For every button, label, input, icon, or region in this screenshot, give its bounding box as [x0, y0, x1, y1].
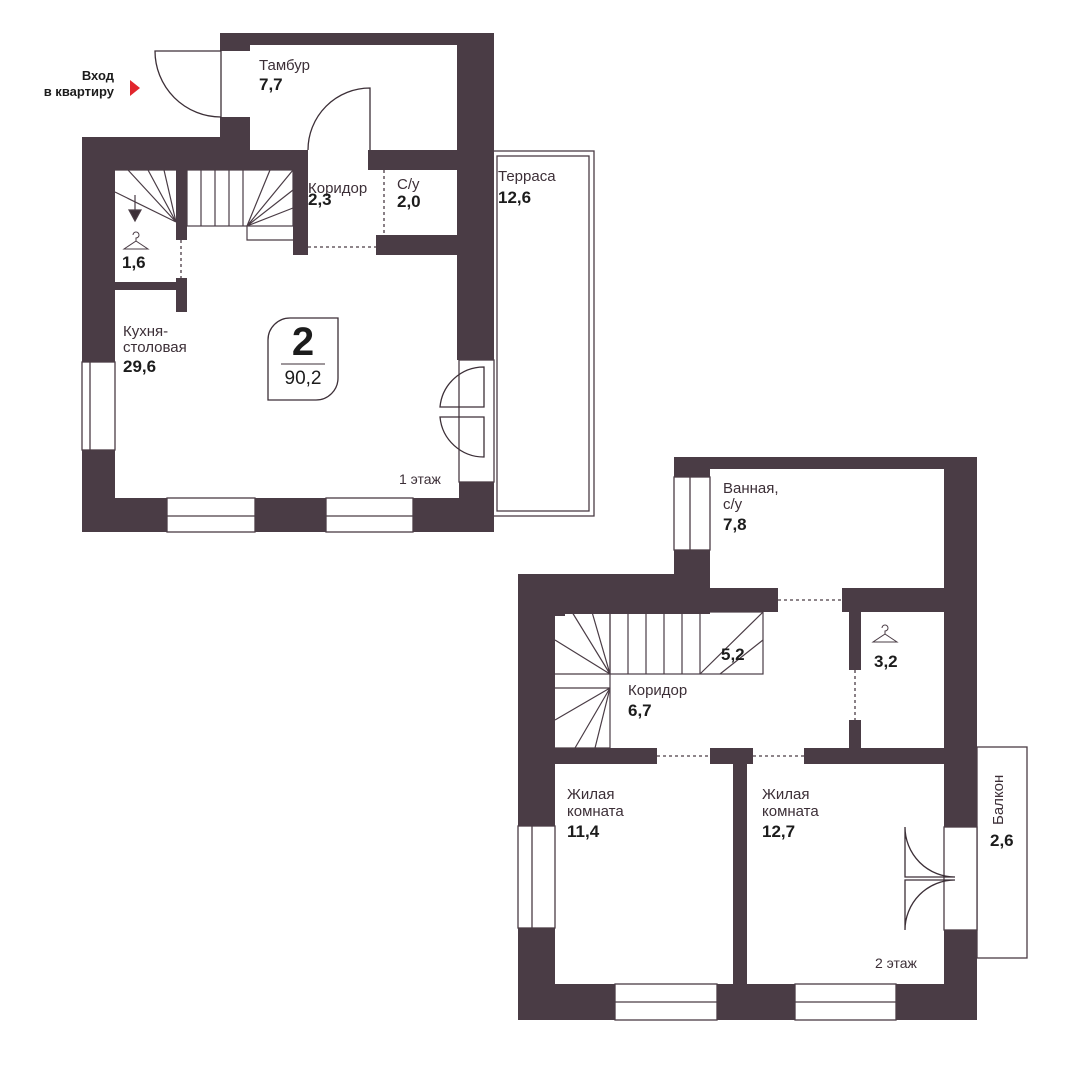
- entry-label: Вход в квартиру: [18, 68, 114, 100]
- entry-marker-icon: [130, 80, 140, 96]
- floor-2-plan: [517, 457, 1028, 1021]
- living1-area: 11,4: [567, 822, 600, 841]
- stairs2-area: 5,2: [721, 645, 745, 664]
- floor-1-windows: [81, 359, 495, 533]
- su-label: С/у: [397, 176, 420, 193]
- bathroom-area: 7,8: [723, 515, 747, 534]
- entry-line-1: Вход: [81, 68, 114, 83]
- balcony-area: 2,6: [990, 831, 1014, 850]
- floor-2-openings: [657, 599, 856, 757]
- floor-1-doors: [154, 50, 485, 458]
- floor-1-openings: [180, 170, 385, 278]
- balcony-label: Балкон: [990, 774, 1007, 825]
- bathroom-label-1: Ванная,: [723, 480, 779, 497]
- kitchen-label-1: Кухня-: [123, 323, 169, 340]
- floor-2-stairs: [554, 611, 764, 749]
- terrace-label: Терраса: [498, 168, 556, 185]
- floor-2-doors: [904, 826, 956, 931]
- hanger-icon: [871, 624, 899, 643]
- wardrobe2-area: 3,2: [874, 652, 898, 671]
- entry-line-2: в квартиру: [43, 84, 114, 99]
- total-area: 90,2: [284, 368, 322, 389]
- wardrobe1-area: 1,6: [122, 253, 146, 272]
- hanger-icon: [122, 231, 150, 250]
- kitchen-area: 29,6: [123, 357, 157, 376]
- terrace-area: 12,6: [498, 188, 532, 207]
- koridor1-area: 2,3: [308, 190, 332, 209]
- living2-label-1: Жилая: [762, 786, 810, 803]
- bathroom-label-2: с/у: [723, 496, 743, 513]
- floor-2-walls: [518, 457, 977, 1020]
- apartment-badge: [267, 317, 339, 401]
- tambur-area: 7,7: [259, 75, 283, 94]
- room-count: 2: [291, 320, 315, 364]
- living1-label-1: Жилая: [567, 786, 615, 803]
- floor-1-plan: [81, 33, 595, 533]
- floor-2-windows: [517, 476, 978, 1021]
- floor-1-stairs: [114, 169, 294, 241]
- living2-label-2: комната: [762, 803, 819, 820]
- koridor2-label: Коридор: [628, 682, 688, 699]
- floor-2-label: 2 этаж: [875, 955, 917, 971]
- living2-area: 12,7: [762, 822, 796, 841]
- koridor1-label: Коридор: [308, 180, 368, 197]
- floor-1-walls: [82, 33, 494, 532]
- tambur-label: Тамбур: [259, 57, 310, 74]
- koridor2-area: 6,7: [628, 701, 652, 720]
- kitchen-label-2: столовая: [123, 339, 187, 356]
- floor-1-label: 1 этаж: [399, 471, 441, 487]
- living1-label-2: комната: [567, 803, 624, 820]
- su-area: 2,0: [397, 192, 421, 211]
